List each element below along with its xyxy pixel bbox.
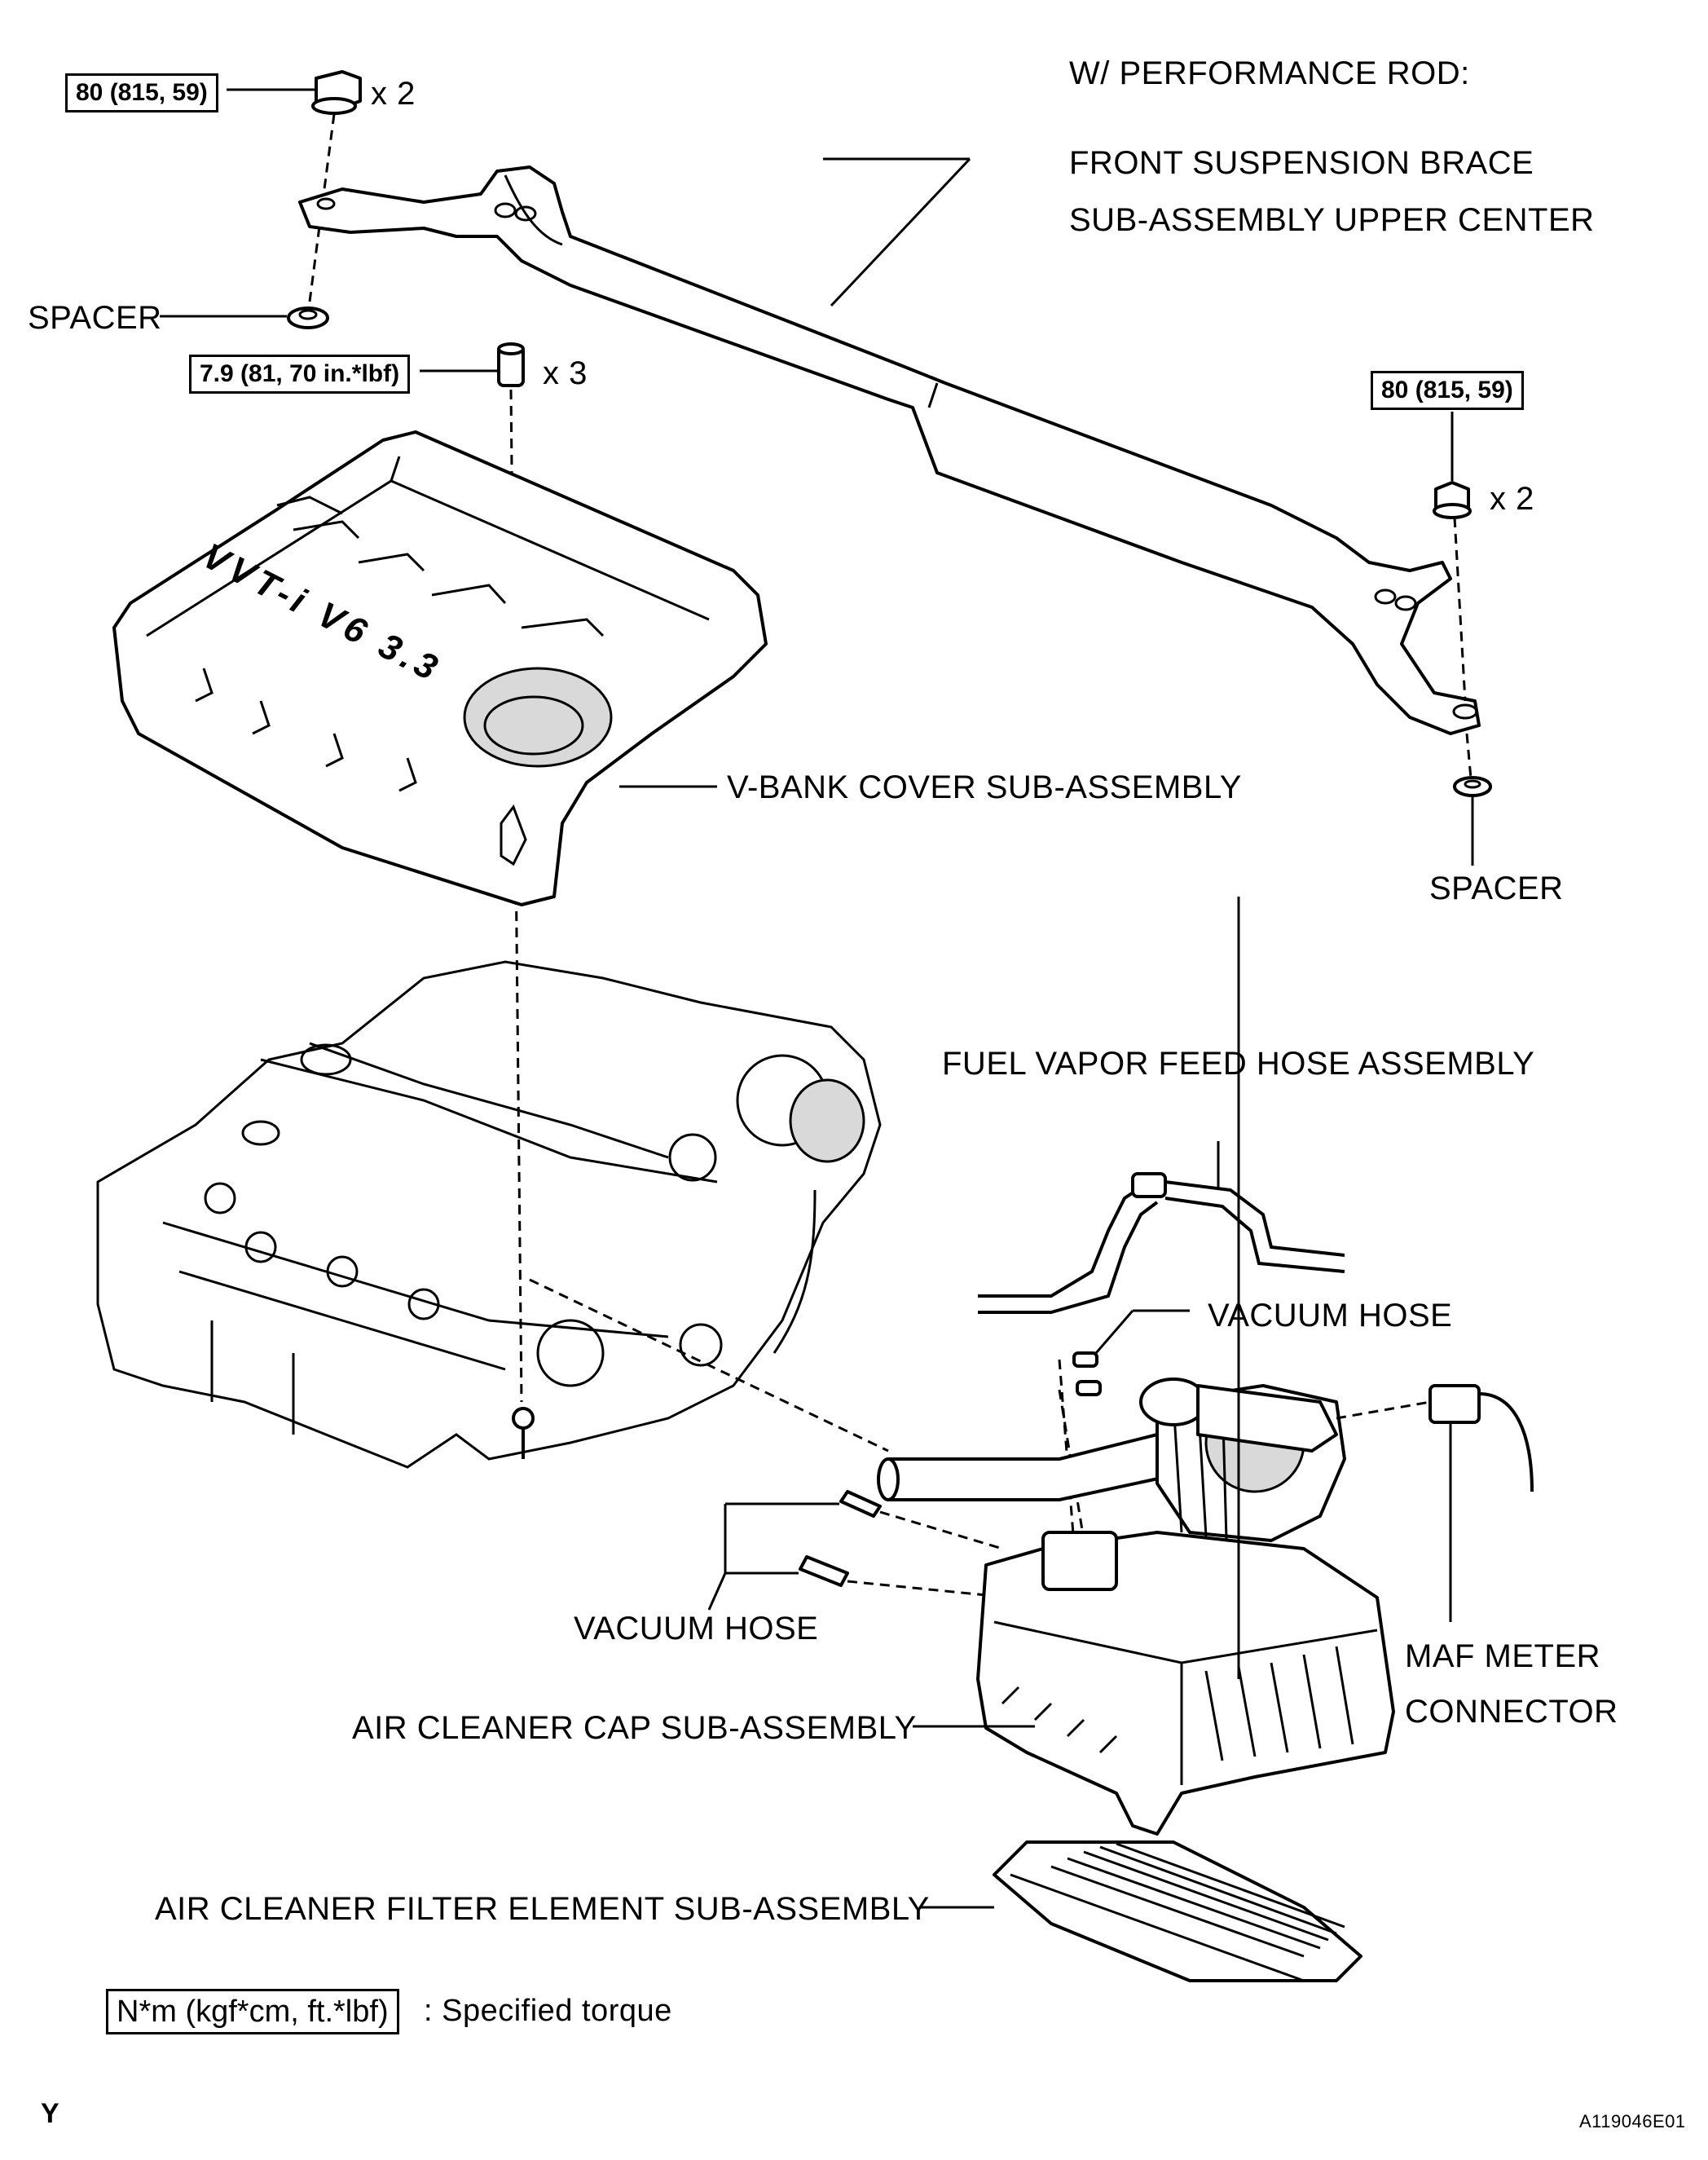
diagram-heading: W/ PERFORMANCE ROD: xyxy=(1069,55,1470,91)
air-cleaner-cap-label: AIR CLEANER CAP SUB-ASSEMBLY xyxy=(352,1710,917,1746)
brace-label-line1: FRONT SUSPENSION BRACE xyxy=(1069,145,1534,181)
qty-nut-left: x 2 xyxy=(371,76,416,112)
air-intake-assembly xyxy=(877,1378,1346,1542)
maf-meter-connector-icon xyxy=(1336,1384,1534,1622)
engine-assembly xyxy=(96,960,882,1469)
air-cleaner-filter-element xyxy=(919,1840,1362,1982)
figure-id: A119046E01 xyxy=(1579,2111,1686,2131)
maf-label-line2: CONNECTOR xyxy=(1405,1694,1618,1730)
brace-label-line2: SUB-ASSEMBLY UPPER CENTER xyxy=(1069,202,1595,238)
spacer-left-label: SPACER xyxy=(28,300,162,336)
fuel-vapor-label: FUEL VAPOR FEED HOSE ASSEMBLY xyxy=(942,1046,1535,1082)
front-suspension-brace xyxy=(298,157,1481,735)
qty-nut-right: x 2 xyxy=(1490,481,1534,517)
nut-left-icon xyxy=(227,70,362,302)
torque-box-nut-left: 80 (815, 59) xyxy=(65,73,218,112)
qty-bolt-cover: x 3 xyxy=(543,355,588,391)
filter-element-label: AIR CLEANER FILTER ELEMENT SUB-ASSEMBLY xyxy=(155,1891,930,1927)
torque-box-nut-right: 80 (815, 59) xyxy=(1371,371,1524,410)
torque-legend-text: : Specified torque xyxy=(424,1994,672,2028)
air-cleaner-cap xyxy=(913,1531,1395,1836)
vacuum-hose-left xyxy=(529,1278,1011,1611)
v-bank-cover xyxy=(112,430,768,906)
torque-box-bolt-cover: 7.9 (81, 70 in.*lbf) xyxy=(189,355,411,394)
nut-right-icon xyxy=(1433,412,1472,779)
torque-legend-box: N*m (kgf*cm, ft.*lbf) xyxy=(106,1989,399,2034)
spacer-left-icon xyxy=(160,306,329,329)
vacuum-hose-left-label: VACUUM HOSE xyxy=(574,1611,819,1646)
v-bank-cover-label: V-BANK COVER SUB-ASSEMBLY xyxy=(727,769,1242,805)
spacer-right-label: SPACER xyxy=(1429,871,1564,906)
vacuum-hose-top-label: VACUUM HOSE xyxy=(1208,1298,1453,1333)
corner-mark: Y xyxy=(41,2098,60,2129)
maf-label-line1: MAF METER xyxy=(1405,1638,1601,1674)
spacer-right-icon xyxy=(1453,776,1492,866)
fuel-vapor-feed-hose xyxy=(978,1141,1345,1314)
